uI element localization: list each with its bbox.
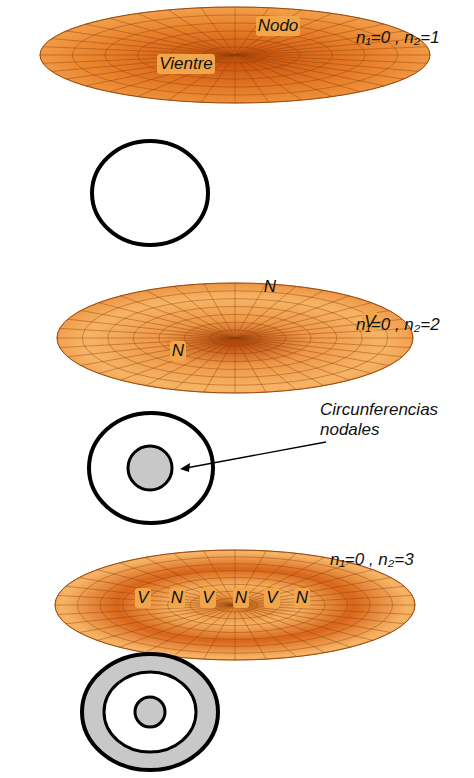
grid-line (57, 283, 413, 393)
grid-line (235, 605, 351, 647)
grid-line (145, 605, 235, 653)
callout-text: Circunferencias nodales (320, 400, 470, 439)
grid-line (201, 8, 235, 55)
mode-surface (57, 283, 413, 393)
antinode-label: V (200, 588, 215, 608)
grid-line (204, 284, 235, 338)
grid-line (235, 55, 404, 79)
mode-numbers: n₁=0 , n₂=3 (330, 550, 414, 570)
antinode-label: Vientre (157, 54, 215, 74)
grid-line (235, 338, 349, 380)
grid-line (235, 338, 266, 392)
antinode-label: V (135, 588, 150, 608)
grid-line (235, 283, 236, 338)
node-label: N (169, 588, 185, 608)
grid-line (235, 55, 360, 92)
grid-line (235, 55, 269, 102)
grid-line (99, 338, 235, 373)
mode-surface (55, 550, 415, 660)
grid-line (66, 605, 235, 624)
antinode-label: V (264, 588, 279, 608)
nodal-diagram (92, 141, 208, 245)
grid-line (110, 18, 235, 55)
grid-line (235, 605, 391, 633)
grid-line (235, 338, 413, 339)
grid-line (235, 47, 427, 55)
grid-line (121, 338, 235, 380)
grid-line (235, 7, 236, 55)
grid-line (40, 7, 430, 103)
grid-line (235, 303, 371, 338)
grid-line (174, 286, 235, 338)
grid-line (235, 605, 415, 606)
grid-line (86, 55, 235, 86)
grid-line (57, 338, 235, 339)
grid-line (235, 605, 297, 657)
grid-line (235, 586, 404, 605)
leader-arrow (180, 442, 326, 472)
grid-line (97, 605, 235, 640)
mode-numbers: n₁=0 , n₂=1 (356, 28, 440, 48)
grid-line (168, 10, 235, 55)
grid-line (235, 55, 302, 100)
grid-line (235, 605, 266, 659)
grid-line (235, 605, 236, 660)
grid-line (110, 55, 235, 92)
grid-line (68, 338, 235, 357)
node-label: N (170, 341, 186, 361)
grid-line (235, 338, 236, 393)
nodal-diagram (89, 413, 213, 523)
grid-line (121, 296, 235, 338)
grid-line (235, 290, 324, 338)
mode-numbers: n₁=0 , n₂=2 (356, 315, 440, 335)
grid-line (60, 338, 235, 348)
grid-line (138, 55, 236, 97)
mode-surface (40, 7, 430, 103)
grid-line (235, 55, 430, 56)
grid-line (66, 31, 235, 55)
grid-line (235, 595, 412, 605)
node-label: Nodo (256, 16, 301, 36)
grid-line (235, 55, 236, 103)
grid-line (146, 338, 235, 386)
grid-line (235, 338, 389, 366)
grid-line (235, 338, 296, 390)
node-label: N (294, 588, 310, 608)
nodal-diagram (82, 654, 218, 770)
grid-line (55, 550, 415, 660)
node-label: N (264, 277, 276, 297)
grid-line (235, 13, 333, 55)
node-label: N (233, 588, 249, 608)
grid-line (81, 311, 235, 339)
